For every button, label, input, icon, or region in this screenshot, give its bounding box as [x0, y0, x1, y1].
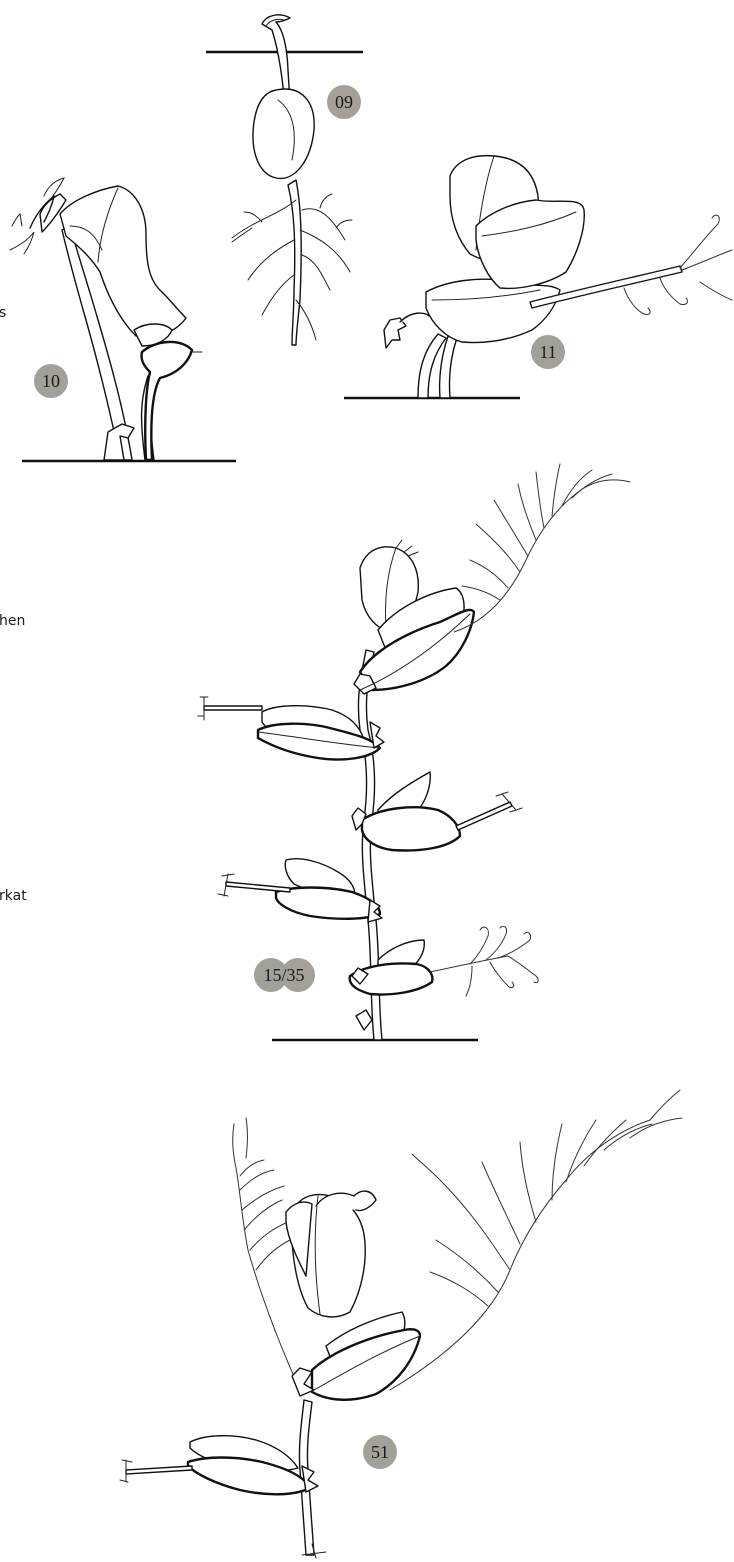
stage-15-35-illustration — [198, 464, 630, 1040]
stage-10-illustration — [10, 178, 236, 461]
stage-15-35-badge: 15/35 — [254, 958, 315, 992]
stage-09-illustration — [206, 15, 363, 345]
stage-51-illustration — [120, 1090, 682, 1558]
stage-09-badge: 09 — [327, 85, 361, 119]
stage-label-10: 10 — [42, 371, 60, 391]
stage-label-15-35: 15/35 — [263, 965, 304, 985]
stage-label-11: 11 — [539, 342, 556, 362]
stage-label-51: 51 — [371, 1442, 389, 1462]
cropped-text-1: s — [0, 305, 6, 321]
cropped-text-2: hen — [0, 613, 25, 629]
stage-51-badge: 51 — [363, 1435, 397, 1469]
cropped-text-3: rkat — [0, 888, 27, 904]
stage-11-badge: 11 — [531, 335, 565, 369]
stage-10-badge: 10 — [34, 364, 68, 398]
stage-label-09: 09 — [335, 92, 353, 112]
